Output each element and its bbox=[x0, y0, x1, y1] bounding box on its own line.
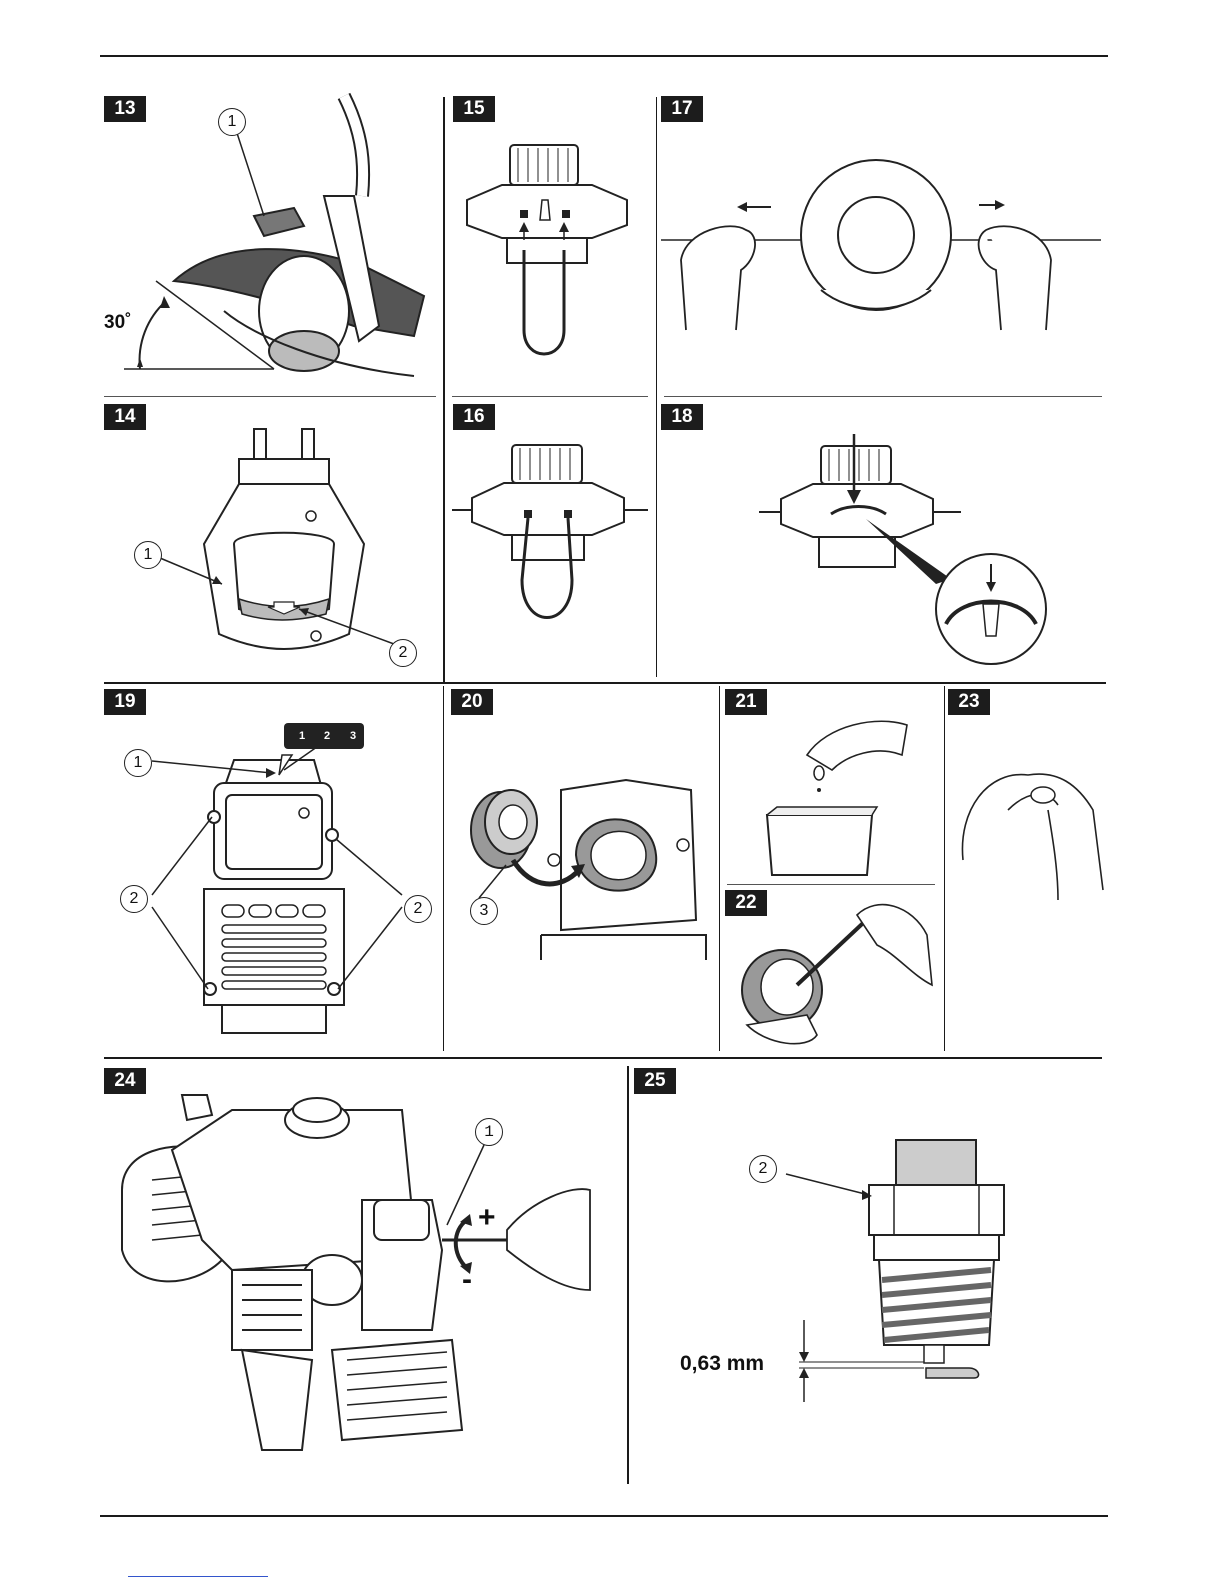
panel-21-illustration bbox=[727, 715, 937, 880]
panel-19-mark-2: 2 bbox=[324, 730, 330, 742]
panel-16-illustration bbox=[452, 440, 648, 630]
panel-16-badge: 16 bbox=[453, 404, 495, 430]
panel-24-illustration bbox=[112, 1090, 602, 1460]
panel-25-gap-label: 0,63 mm bbox=[680, 1352, 764, 1376]
panel-23-illustration bbox=[948, 750, 1108, 900]
panel-21-badge: 21 bbox=[725, 689, 767, 715]
divider-v-13-15 bbox=[443, 97, 445, 682]
panel-20-callout-3: 3 bbox=[470, 897, 498, 925]
panel-19-mark-1: 1 bbox=[299, 730, 305, 742]
panel-13-illustration bbox=[104, 96, 436, 391]
panel-20-badge: 20 bbox=[451, 689, 493, 715]
panel-19-callout-2-left: 2 bbox=[120, 885, 148, 913]
footer-link-underline[interactable] bbox=[128, 1576, 268, 1577]
divider-row-3 bbox=[104, 1057, 1102, 1059]
divider-v-19-20 bbox=[443, 686, 444, 1051]
divider-h-13-14 bbox=[104, 396, 436, 397]
divider-v-24-25 bbox=[627, 1066, 629, 1484]
divider-row-2 bbox=[104, 682, 1106, 684]
panel-23-badge: 23 bbox=[948, 689, 990, 715]
panel-22-illustration bbox=[727, 895, 937, 1050]
panel-13-callout-1: 1 bbox=[218, 108, 246, 136]
panel-17-illustration bbox=[661, 150, 1101, 340]
panel-19-mark-3: 3 bbox=[350, 730, 356, 742]
panel-14-callout-1: 1 bbox=[134, 541, 162, 569]
panel-25-badge: 25 bbox=[634, 1068, 676, 1094]
header-rule bbox=[100, 55, 1108, 57]
footer-rule bbox=[100, 1515, 1108, 1517]
panel-24-minus-sign: - bbox=[462, 1263, 472, 1297]
divider-v-21-23 bbox=[944, 686, 945, 1051]
panel-15-badge: 15 bbox=[453, 96, 495, 122]
panel-19-illustration bbox=[104, 715, 439, 1045]
divider-v-20-21 bbox=[719, 686, 720, 1051]
panel-15-illustration bbox=[452, 130, 648, 370]
panel-18-illustration bbox=[661, 404, 1101, 679]
divider-h-21-22 bbox=[727, 884, 935, 885]
divider-h-15-16 bbox=[452, 396, 648, 397]
panel-13-angle-label: 30˚ bbox=[104, 312, 131, 334]
panel-24-plus-sign: + bbox=[478, 1201, 496, 1235]
panel-17-badge: 17 bbox=[661, 96, 703, 122]
panel-19-callout-2-right: 2 bbox=[404, 895, 432, 923]
panel-20-illustration bbox=[451, 770, 716, 970]
panel-24-callout-1: 1 bbox=[475, 1118, 503, 1146]
panel-19-badge: 19 bbox=[104, 689, 146, 715]
divider-h-17-18 bbox=[664, 396, 1102, 397]
panel-19-callout-1: 1 bbox=[124, 749, 152, 777]
divider-v-15-17 bbox=[656, 97, 657, 677]
panel-25-callout-2: 2 bbox=[749, 1155, 777, 1183]
panel-14-callout-2: 2 bbox=[389, 639, 417, 667]
